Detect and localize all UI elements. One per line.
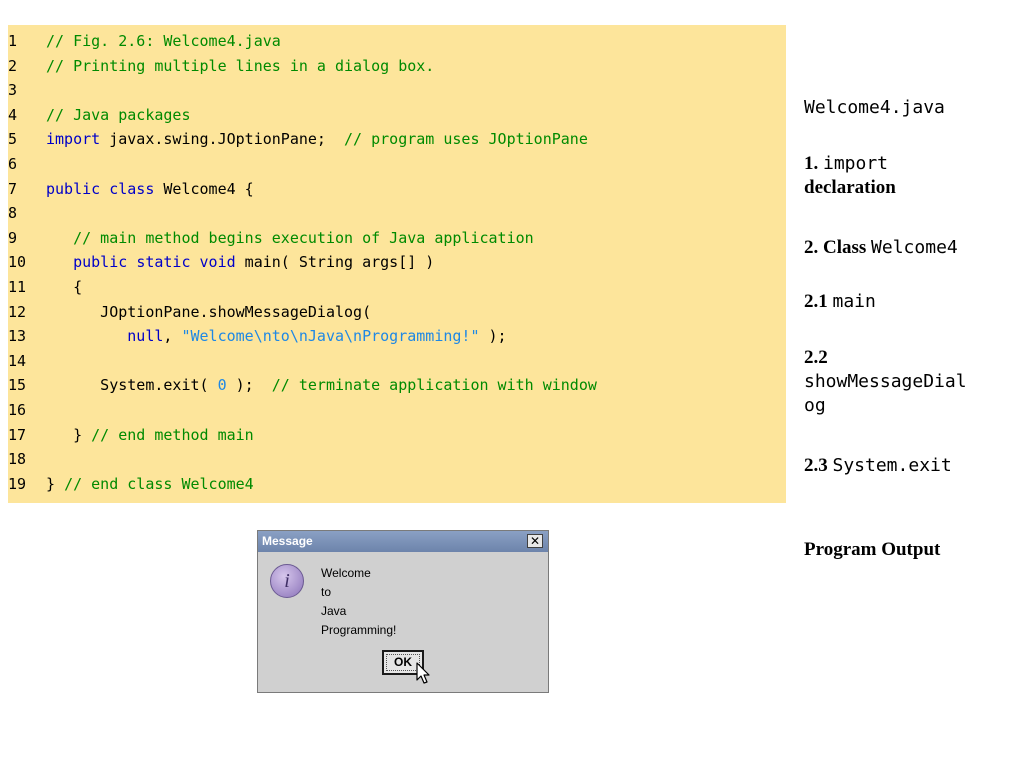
line-number: 15 <box>8 376 27 395</box>
code-text: System.exit( 0 ); // terminate applicati… <box>46 373 597 397</box>
code-text: null, "Welcome\nto\nJava\nProgramming!" … <box>46 324 507 348</box>
line-number: 11 <box>8 278 27 296</box>
code-text: public static void main( String args[] ) <box>46 250 434 274</box>
code-token: ); <box>226 376 272 395</box>
code-token: { <box>46 278 83 296</box>
code-token: javax.swing.JOptionPane; <box>100 130 345 149</box>
code-text: // Java packages <box>46 103 191 127</box>
code-text: // main method begins execution of Java … <box>46 226 534 250</box>
message-line: Welcome <box>321 566 371 580</box>
code-token: // Printing multiple lines in a dialog b… <box>46 56 435 75</box>
code-token: } <box>46 474 65 493</box>
line-number: 14 <box>8 351 27 370</box>
code-text: public class Welcome4 { <box>46 177 254 201</box>
code-token: // Java packages <box>46 105 191 124</box>
information-icon: i <box>270 564 304 598</box>
code-text: // Printing multiple lines in a dialog b… <box>46 54 434 78</box>
code-token: JOptionPane.showMessageDialog( <box>46 302 372 321</box>
outline-step-2: 2. Class Welcome4 <box>804 237 958 258</box>
code-text: } // end class Welcome4 <box>46 472 254 496</box>
code-text: { <box>46 275 82 299</box>
dialog-title: Message <box>262 534 313 548</box>
line-number: 12 <box>8 302 27 321</box>
code-text: JOptionPane.showMessageDialog( <box>46 300 371 324</box>
code-token: import <box>46 130 101 149</box>
message-line: to <box>321 585 332 599</box>
code-token: void <box>199 253 236 272</box>
close-icon[interactable]: ✕ <box>527 534 543 548</box>
code-token: // main method begins execution of Java … <box>73 228 534 247</box>
code-text: // Fig. 2.6: Welcome4.java <box>46 29 281 53</box>
outline-step-2-1: 2.1 main <box>804 291 876 312</box>
line-number: 17 <box>8 425 27 444</box>
code-token <box>100 180 109 198</box>
code-token: System.exit( <box>46 376 218 395</box>
code-token <box>46 253 73 271</box>
line-number: 8 <box>8 204 18 223</box>
line-number: 13 <box>8 327 27 346</box>
code-token: // end class Welcome4 <box>64 474 254 493</box>
line-number: 2 <box>8 56 18 75</box>
code-token <box>191 253 200 271</box>
line-number: 9 <box>8 228 18 247</box>
code-token: // end method main <box>91 425 254 444</box>
code-token: // Fig. 2.6: Welcome4.java <box>46 32 281 50</box>
outline-file-name: Welcome4.java <box>804 97 945 118</box>
code-token: class <box>109 179 155 198</box>
message-line: Programming! <box>321 623 397 637</box>
code-text: } // end method main <box>46 423 254 447</box>
code-token: // terminate application with window <box>271 376 597 395</box>
line-number: 7 <box>8 179 18 198</box>
code-token: null <box>127 327 164 346</box>
message-line: Java <box>321 604 347 618</box>
code-token: // program uses JOptionPane <box>344 130 588 149</box>
outline-program-output: Program Output <box>804 539 941 560</box>
line-number: 4 <box>8 105 18 124</box>
line-number: 1 <box>8 32 18 50</box>
code-token: main( String args[] ) <box>235 253 435 272</box>
mouse-cursor-icon <box>416 662 430 684</box>
code-token: Welcome4 { <box>154 179 254 198</box>
line-number: 5 <box>8 130 18 149</box>
code-token: public <box>46 179 101 198</box>
code-token <box>127 253 136 271</box>
code-token: 0 <box>217 376 227 395</box>
code-token: } <box>46 425 92 444</box>
line-number: 16 <box>8 401 27 419</box>
code-token: ); <box>479 327 507 346</box>
line-number: 19 <box>8 474 27 493</box>
code-token: "Welcome\nto\nJava\nProgramming!" <box>181 327 480 346</box>
line-number: 18 <box>8 450 27 469</box>
message-dialog: Message ✕ i Welcome to Java Programming!… <box>257 530 549 693</box>
code-token: , <box>163 327 182 346</box>
code-token: public <box>73 253 128 272</box>
code-listing: 1 // Fig. 2.6: Welcome4.java 2 // Printing … <box>8 25 786 503</box>
code-token <box>46 327 127 345</box>
line-number: 3 <box>8 81 18 100</box>
code-text: import javax.swing.JOptionPane; // progr… <box>46 127 588 151</box>
line-number: 6 <box>8 155 18 173</box>
code-token: static <box>136 253 191 272</box>
code-token <box>46 229 73 247</box>
dialog-title-bar[interactable]: Message ✕ <box>258 531 548 552</box>
outline-step-2-3: 2.3 System.exit <box>804 455 952 476</box>
line-number: 10 <box>8 253 27 272</box>
